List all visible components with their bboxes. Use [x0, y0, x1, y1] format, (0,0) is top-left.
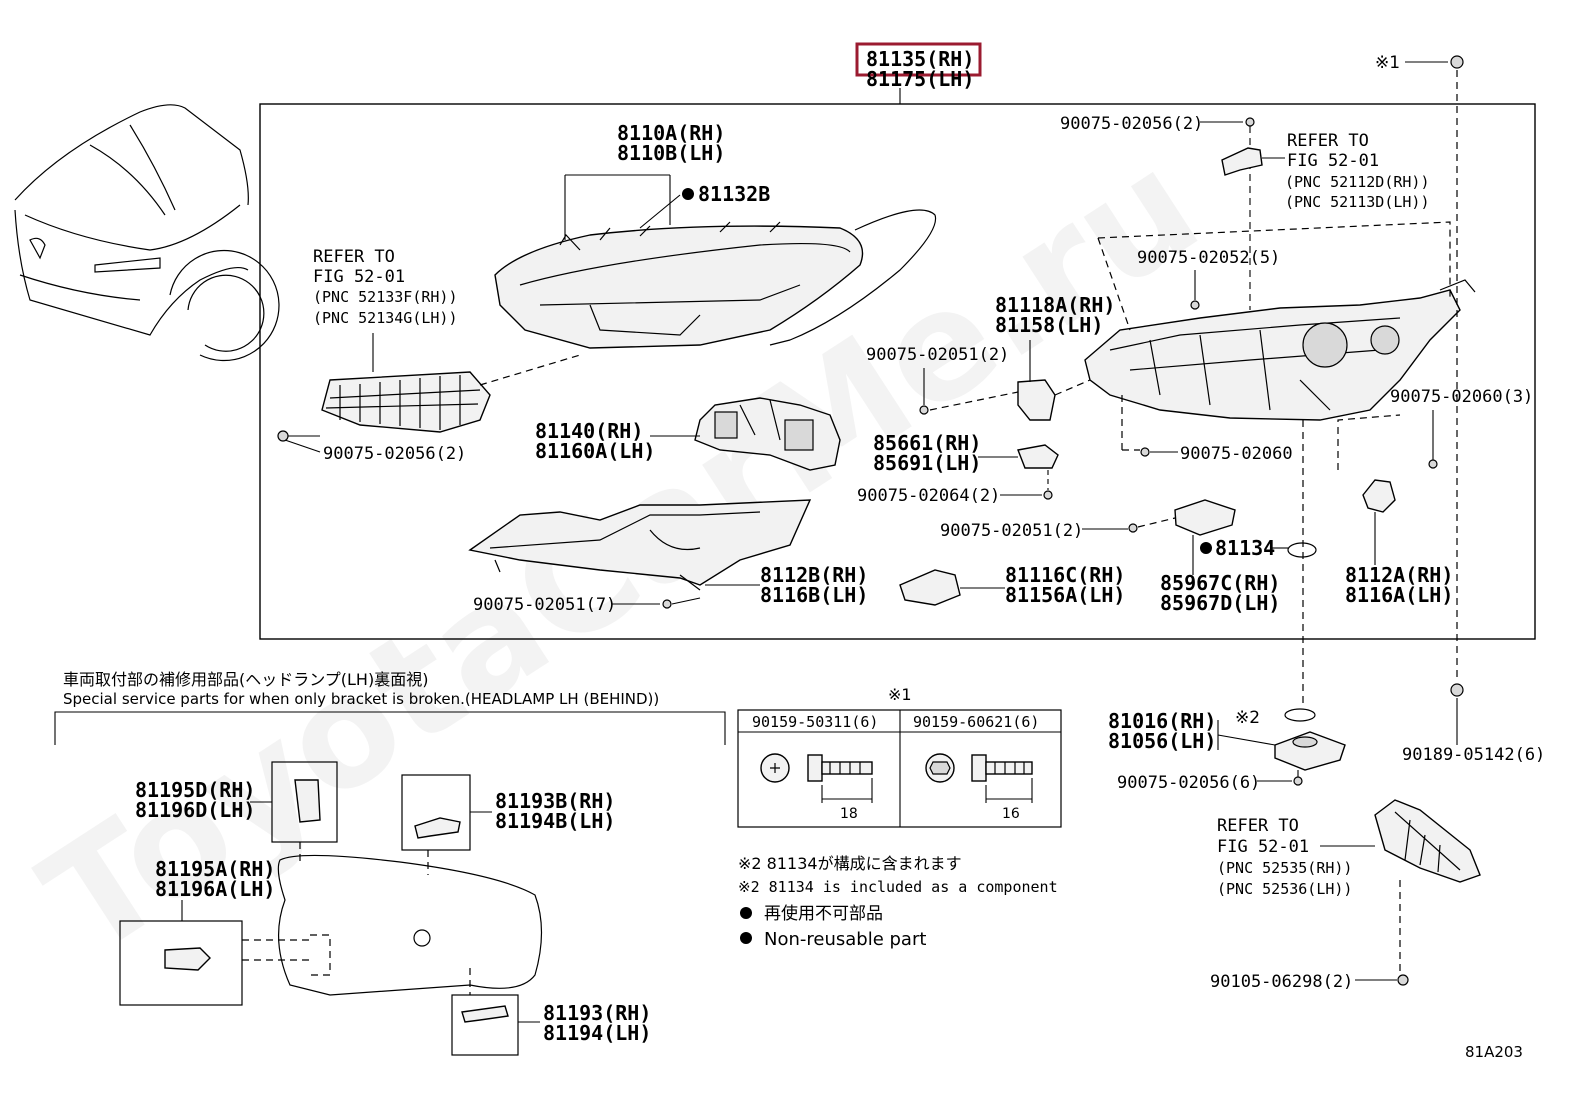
- cap-8112a-part[interactable]: [1362, 479, 1396, 513]
- refer-left-4: (PNC 52134G(LH)): [313, 309, 458, 327]
- callout-90075-02060: 90075-02060: [1180, 444, 1293, 464]
- socket-81016-part[interactable]: [1274, 731, 1346, 771]
- refer-left-1: REFER TO: [313, 247, 395, 267]
- star1-top: ※1: [1375, 53, 1400, 73]
- control-module-part[interactable]: [1174, 499, 1236, 536]
- callout-81193b-lh: 81194B(LH): [495, 809, 615, 833]
- bolt-col-2: 90159-60621(6): [913, 713, 1039, 731]
- refer-left-3: (PNC 52133F(RH)): [313, 288, 458, 306]
- refer-bottom-3: (PNC 52535(RH)): [1217, 859, 1352, 877]
- bracket-81116c-part[interactable]: [899, 569, 961, 606]
- note-1: ※2 81134が構成に含まれます: [738, 854, 962, 873]
- callout-81116c-lh: 81156A(LH): [1005, 583, 1125, 607]
- callout-90075-02051-2-a: 90075-02051(2): [866, 345, 1009, 365]
- callout-8112a-rh: 8112A(RH): [1345, 563, 1453, 587]
- leveling-bracket-part[interactable]: [1017, 379, 1056, 421]
- refer-bottom-1: REFER TO: [1217, 816, 1299, 836]
- callout-81118-lh: 81158(LH): [995, 313, 1103, 337]
- vehicle-sketch: [14, 104, 280, 362]
- callout-8112b-rh: 8112B(RH): [760, 563, 868, 587]
- part-box-81193[interactable]: [451, 994, 519, 1056]
- bolt-dim-2: 16: [1002, 806, 1020, 822]
- o-ring-icon: [1287, 542, 1317, 558]
- refer-left-2: FIG 52-01: [313, 267, 405, 287]
- callout-85967-rh: 85967C(RH): [1160, 571, 1280, 595]
- callout-85967-lh: 85967D(LH): [1160, 591, 1280, 615]
- headlamp-rear-outline: [277, 854, 543, 996]
- callout-81140-lh: 81160A(LH): [535, 439, 655, 463]
- callout-90075-02051-7: 90075-02051(7): [473, 595, 616, 615]
- callout-8110-lh: 8110B(LH): [617, 141, 725, 165]
- special-title-jp: 車両取付部の補修用部品(ヘッドランプ(LH)裏面視): [63, 670, 428, 689]
- headlamp-lens-part[interactable]: [494, 209, 937, 349]
- callout-90075-02060-3: 90075-02060(3): [1390, 387, 1533, 407]
- callout-90075-02052-5: 90075-02052(5): [1137, 248, 1280, 268]
- callout-90189: 90189-05142(6): [1402, 745, 1545, 765]
- callout-85661-lh: 85691(LH): [873, 451, 981, 475]
- non-reusable-dot-icon: [682, 188, 694, 200]
- callout-81195d-lh: 81196D(LH): [135, 798, 255, 822]
- refer-bottom-4: (PNC 52536(LH)): [1217, 880, 1352, 898]
- callout-81195a-lh: 81196A(LH): [155, 877, 275, 901]
- callout-81116c-rh: 81116C(RH): [1005, 563, 1125, 587]
- non-reusable-dot-icon: [740, 932, 752, 944]
- top-bracket-part[interactable]: [1221, 147, 1263, 176]
- refer-top-2: FIG 52-01: [1287, 151, 1379, 171]
- figure-code: 81A203: [1465, 1043, 1523, 1061]
- callout-8110-rh: 8110A(RH): [617, 121, 725, 145]
- refer-top-4: (PNC 52113D(LH)): [1285, 193, 1430, 211]
- callout-8112b-lh: 8116B(LH): [760, 583, 868, 607]
- star2-label: ※2: [1235, 708, 1260, 728]
- callout-90075-02064-2: 90075-02064(2): [857, 486, 1000, 506]
- assembly-label-lh: 81175(LH): [866, 67, 974, 91]
- assembly-label-rh: 81135(RH): [866, 47, 974, 71]
- o-ring-icon: [1284, 708, 1316, 722]
- lower-trim-part[interactable]: [468, 499, 812, 591]
- callout-90075-02056-2-top: 90075-02056(2): [1060, 114, 1203, 134]
- headlamp-housing-part[interactable]: [1084, 279, 1476, 421]
- callout-81132b: 81132B: [698, 182, 770, 206]
- assembly-label[interactable]: 81135(RH) 81175(LH): [855, 42, 982, 104]
- note-2: ※2 81134 is included as a component: [738, 878, 1058, 896]
- callout-81134: 81134: [1215, 536, 1275, 560]
- bolt-table: 90159-50311(6) 90159-60621(6) 18 16: [737, 709, 1062, 828]
- note-4: Non-reusable part: [764, 929, 926, 950]
- note-3: 再使用不可部品: [764, 903, 883, 924]
- callout-90075-02056-6: 90075-02056(6): [1117, 773, 1260, 793]
- callout-81118-rh: 81118A(RH): [995, 293, 1115, 317]
- callout-90075-02051-2-b: 90075-02051(2): [940, 521, 1083, 541]
- bolt-icon: [277, 430, 289, 442]
- refer-top-3: (PNC 52112D(RH)): [1285, 173, 1430, 191]
- callout-8112a-lh: 8116A(LH): [1345, 583, 1453, 607]
- callout-85661-rh: 85661(RH): [873, 431, 981, 455]
- callout-81016-rh: 81016(RH): [1108, 709, 1216, 733]
- bolt-dim-1: 18: [840, 806, 858, 822]
- bolt-col-1: 90159-50311(6): [752, 713, 878, 731]
- callout-81195d-rh: 81195D(RH): [135, 778, 255, 802]
- callout-81193b-rh: 81193B(RH): [495, 789, 615, 813]
- callout-81195a-rh: 81195A(RH): [155, 857, 275, 881]
- callout-81016-lh: 81056(LH): [1108, 729, 1216, 753]
- refer-bottom-2: FIG 52-01: [1217, 837, 1309, 857]
- non-reusable-dot-icon: [1200, 542, 1212, 554]
- part-box-81195a[interactable]: [119, 920, 243, 1006]
- callout-81140-rh: 81140(RH): [535, 419, 643, 443]
- assembly-frame: [259, 103, 1536, 640]
- bracket-85661-part[interactable]: [1017, 444, 1059, 469]
- bracket-part-left[interactable]: [321, 371, 491, 433]
- callout-90105: 90105-06298(2): [1210, 972, 1353, 992]
- refer-top-1: REFER TO: [1287, 131, 1369, 151]
- duct-part[interactable]: [1374, 799, 1481, 883]
- bolt-table-marker: ※1: [888, 685, 912, 704]
- highlight-box: [855, 42, 982, 77]
- non-reusable-dot-icon: [740, 907, 752, 919]
- callout-81193-rh: 81193(RH): [543, 1001, 651, 1025]
- callout-90075-02056-2-left: 90075-02056(2): [323, 444, 466, 464]
- callout-81193-lh: 81194(LH): [543, 1021, 651, 1045]
- projector-unit-part[interactable]: [694, 397, 841, 471]
- special-title-en: Special service parts for when only brac…: [63, 690, 659, 708]
